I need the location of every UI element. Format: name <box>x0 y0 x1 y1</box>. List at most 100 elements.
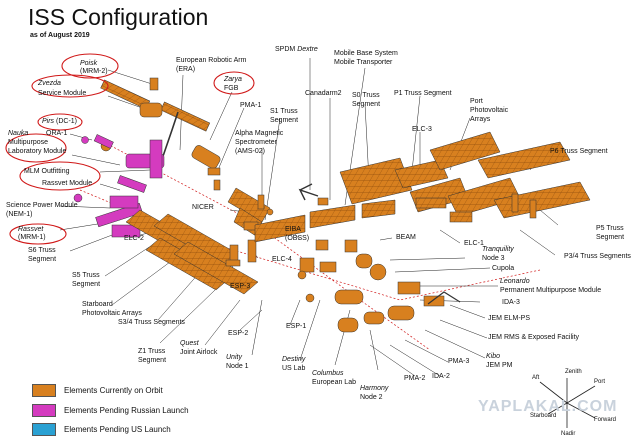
label-mlm-outfitting: MLM Outfitting <box>24 168 70 175</box>
label-ida2: IDA-2 <box>432 373 450 380</box>
orientation-axes <box>539 378 596 428</box>
label-elc2: ELC-2 <box>124 235 144 242</box>
label-eiba-2: (OBSS) <box>285 235 310 242</box>
central-truss <box>254 183 396 243</box>
label-rassvet: Rassvet <box>18 226 44 233</box>
diagram-subtitle: as of August 2019 <box>30 32 90 39</box>
label-leonardo: Leonardo <box>500 278 530 285</box>
label-esp1: ESP-1 <box>286 323 307 330</box>
annotation-circles <box>5 53 255 245</box>
starboard-arrays <box>125 187 271 295</box>
legend-label-on-orbit: Elements Currently on Orbit <box>64 386 163 395</box>
label-rassvet-code: (MRM-1) <box>18 234 46 241</box>
axis-forward: Forward <box>594 417 617 423</box>
label-z1-1: Z1 Truss <box>138 348 166 355</box>
label-elc4: ELC-4 <box>272 256 292 263</box>
label-elc3: ELC-3 <box>412 126 432 133</box>
leader-lines <box>59 58 559 377</box>
label-node3: Node 3 <box>482 255 505 262</box>
label-eiba-1: EIBA <box>285 226 301 233</box>
label-jem-rms: JEM RMS & Exposed Facility <box>488 334 580 341</box>
axis-aft: Aft <box>532 375 540 381</box>
label-science-power-1: Science Power Module <box>6 202 78 209</box>
label-poisk-code: (MRM-2) <box>80 68 108 75</box>
label-fgb: FGB <box>224 85 239 92</box>
label-s1-1: S1 Truss <box>270 108 298 115</box>
label-harmony: Harmony <box>360 385 389 392</box>
label-node1: Node 1 <box>226 363 249 370</box>
label-esp3: ESP-3 <box>230 283 251 290</box>
label-s0-1: S0 Truss <box>352 92 380 99</box>
label-nicer: NICER <box>192 204 214 211</box>
label-esp2: ESP-2 <box>228 330 249 337</box>
label-destiny: Destiny <box>282 356 306 363</box>
label-mbs-2: Mobile Transporter <box>334 59 393 66</box>
label-poisk: Poisk <box>80 60 98 67</box>
legend-label-pending-us: Elements Pending US Launch <box>64 425 171 434</box>
label-ams-1: Alpha Magnetic <box>235 130 284 137</box>
legend-swatch-on-orbit <box>32 384 56 397</box>
label-starboard-1: Starboard <box>82 301 113 308</box>
legend-pending-us: Elements Pending US Launch <box>32 423 171 436</box>
label-s0-2: Segment <box>352 101 381 108</box>
label-european-lab: European Lab <box>312 379 356 386</box>
watermark: YAPLAKAL.COM <box>478 398 618 415</box>
label-elc1: ELC-1 <box>464 240 484 247</box>
label-p5-1: P5 Truss <box>596 225 624 232</box>
label-p6: P6 Truss Segment <box>550 148 608 155</box>
axis-starboard: Starboard <box>530 413 557 419</box>
label-ams-3: (AMS-02) <box>235 148 265 155</box>
label-pma3: PMA-3 <box>448 358 470 365</box>
legend-swatch-pending-us <box>32 423 56 436</box>
label-mlm-1: Multipurpose <box>8 139 49 146</box>
label-us-lab: US Lab <box>282 365 306 372</box>
label-starboard-2: Photovoltaic Arrays <box>82 310 142 317</box>
label-s34: S3/4 Truss Segments <box>118 319 185 326</box>
label-nauka: Nauka <box>8 130 29 137</box>
axis-zenith: Zenith <box>565 369 582 375</box>
label-zvezda: Zvezda <box>38 80 61 87</box>
label-joint-airlock: Joint Airlock <box>180 349 218 356</box>
label-s6-2: Segment <box>28 256 57 263</box>
label-cupola: Cupola <box>492 265 515 272</box>
label-z1-2: Segment <box>138 357 167 364</box>
axis-port: Port <box>594 379 606 385</box>
label-zarya: Zarya <box>224 76 242 83</box>
label-columbus: Columbus <box>312 370 344 377</box>
legend-pending-russian: Elements Pending Russian Launch <box>32 404 189 417</box>
label-pmm: Permanent Multipurpose Module <box>500 287 602 294</box>
label-p5-2: Segment <box>596 234 625 241</box>
label-unity: Unity <box>226 354 242 361</box>
label-ams-2: Spectrometer <box>235 139 278 146</box>
label-node2: Node 2 <box>360 394 383 401</box>
label-s5-1: S5 Truss <box>72 272 100 279</box>
label-canadarm2: Canadarm2 <box>305 90 342 97</box>
label-jem-pm: JEM PM <box>486 362 513 369</box>
axis-nadir: Nadir <box>561 431 576 437</box>
label-p1: P1 Truss Segment <box>394 90 452 97</box>
label-pirs: Pirs (DC-1) <box>42 118 78 125</box>
label-quest: Quest <box>180 340 199 347</box>
label-pma1: PMA-1 <box>240 102 262 109</box>
label-beam: BEAM <box>396 234 416 241</box>
label-port-3: Arrays <box>470 116 491 123</box>
us-modules <box>297 239 461 333</box>
label-era-1: European Robotic Arm <box>176 57 247 64</box>
label-rassvet-module: Rassvet Module <box>42 180 93 187</box>
label-mbs-1: Mobile Base System <box>334 50 398 57</box>
diagram-title: ISS Configuration <box>28 4 209 30</box>
label-port-2: Photovoltaic <box>470 107 509 114</box>
label-spdm: SPDM Dextre <box>275 46 318 53</box>
label-pma2: PMA-2 <box>404 375 426 382</box>
port-arrays <box>339 131 591 223</box>
legend-swatch-pending-russian <box>32 404 56 417</box>
label-jem-elm: JEM ELM-PS <box>488 315 531 322</box>
label-s5-2: Segment <box>72 281 101 288</box>
label-science-power-2: (NEM-1) <box>6 211 33 218</box>
label-service-module: Service Module <box>38 90 87 97</box>
label-tranquility: Tranquility <box>482 246 514 253</box>
legend-label-pending-russian: Elements Pending Russian Launch <box>64 406 189 415</box>
label-p34: P3/4 Truss Segments <box>564 253 631 260</box>
